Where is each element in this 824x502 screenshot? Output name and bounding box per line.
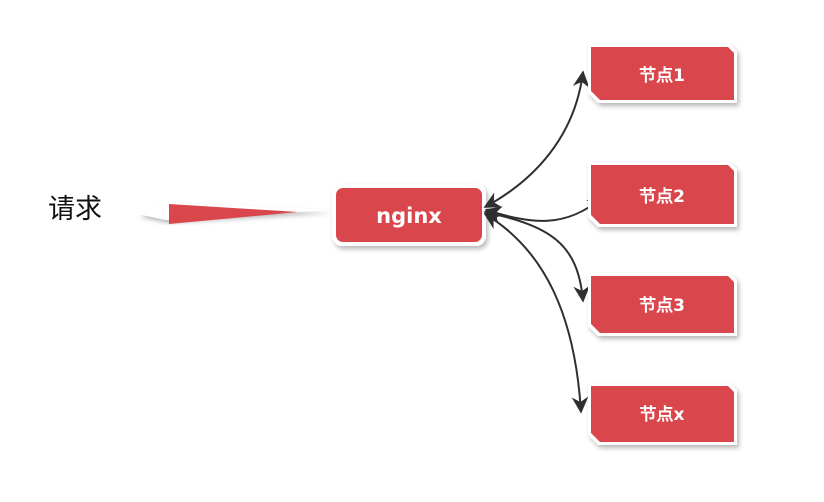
node-box-1: 节点1 <box>588 44 737 103</box>
node-label-1: 节点1 <box>639 65 685 86</box>
node-box-2: 节点2 <box>588 162 737 227</box>
node-box-3: 节点3 <box>588 273 737 336</box>
connector-node-1 <box>483 70 590 208</box>
request-label: 请求 <box>48 194 102 225</box>
node-label-3: 节点3 <box>639 295 685 316</box>
node-box-x: 节点x <box>588 383 737 445</box>
request-arrow <box>138 202 331 224</box>
nginx-label: nginx <box>376 204 442 228</box>
nginx-box: nginx <box>332 184 486 246</box>
connector-node-3 <box>483 207 591 303</box>
node-label-x: 节点x <box>640 404 685 425</box>
node-label-2: 节点2 <box>639 186 685 207</box>
connector-node-x <box>483 213 589 414</box>
